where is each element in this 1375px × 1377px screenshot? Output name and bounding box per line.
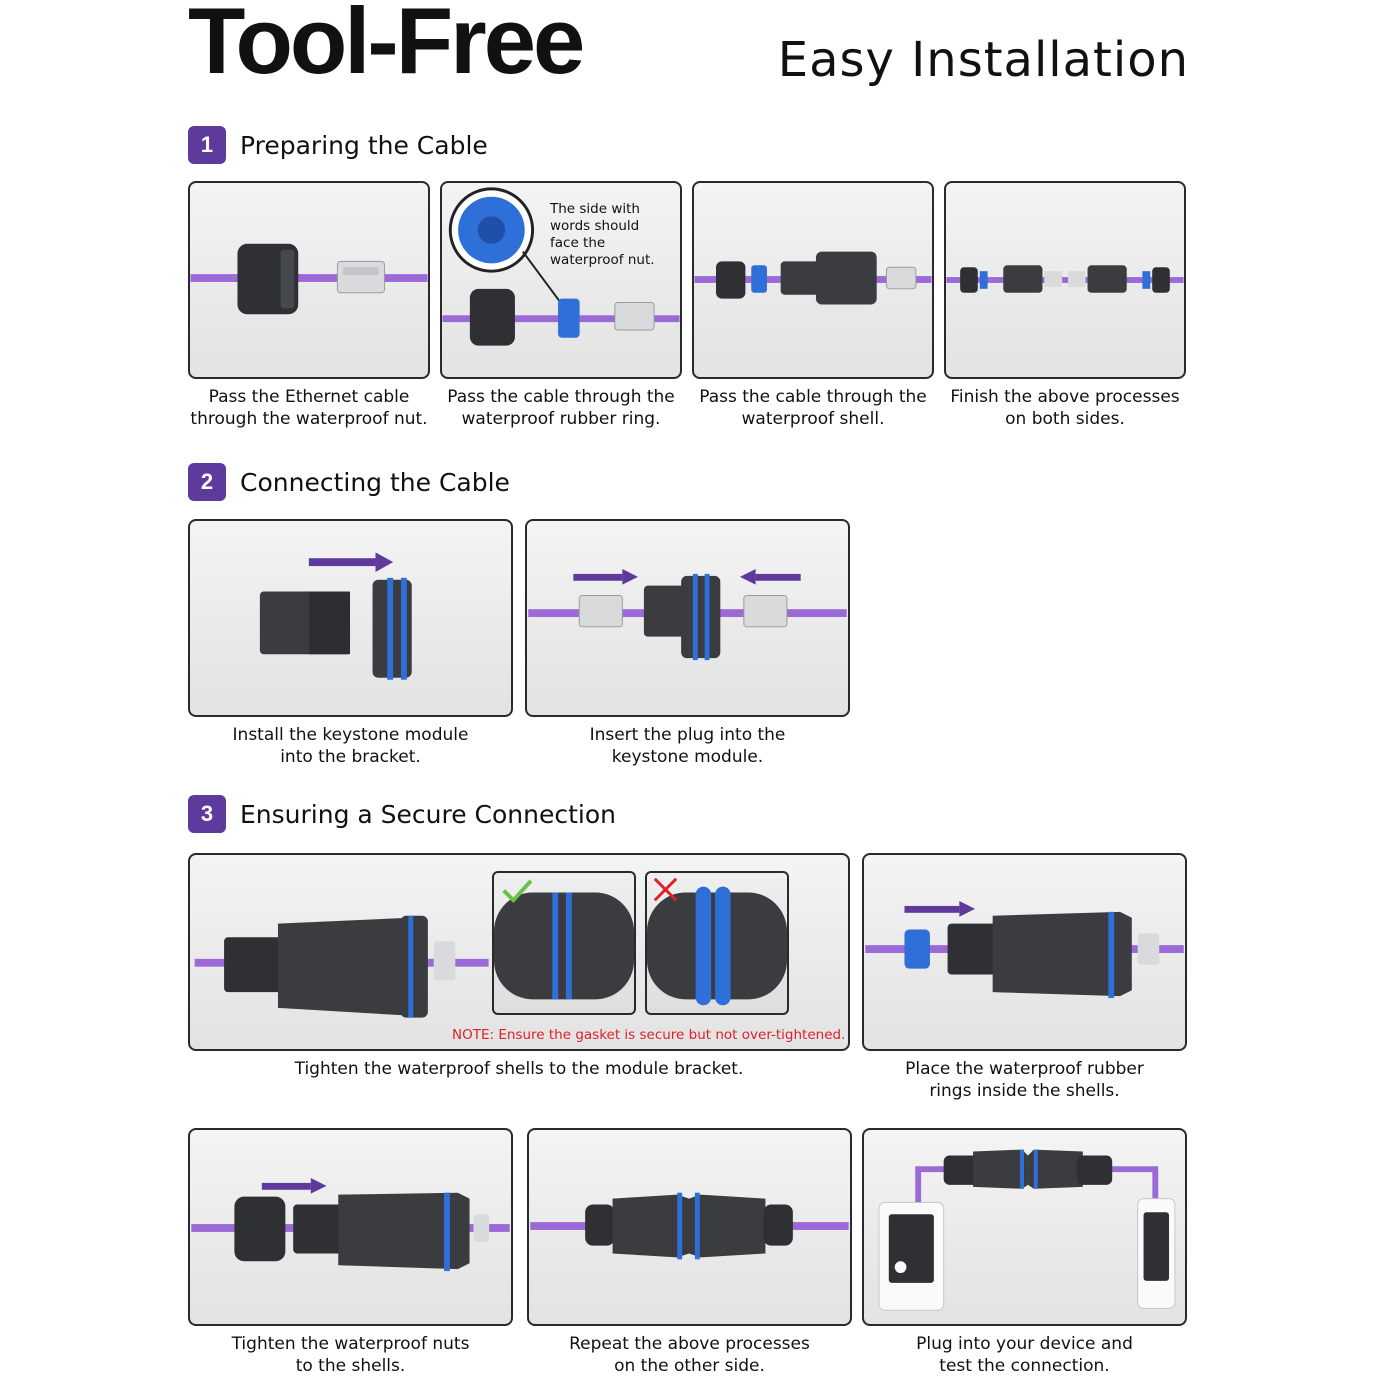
- arrow-left-icon: [739, 569, 756, 585]
- image-panel-both-sides: [944, 181, 1186, 379]
- incorrect-example-inset: [645, 871, 789, 1015]
- step-number-badge: 2: [188, 463, 226, 501]
- insert-plug-illustration: [528, 569, 847, 661]
- callout-note: The side with words should face the wate…: [550, 201, 655, 268]
- image-panel-rubber-ring: The side with words should face the wate…: [440, 181, 682, 379]
- step-title: Connecting the Cable: [240, 467, 510, 497]
- tighten-shells-illustration: [194, 915, 489, 1018]
- image-panel-pass-nut: [188, 181, 430, 379]
- panel-caption: Pass the Ethernet cable through the wate…: [190, 387, 428, 429]
- step-number-badge: 3: [188, 795, 226, 833]
- cable-nut-illustration: [190, 243, 428, 315]
- image-panel-test-connection: [862, 1128, 1187, 1326]
- warning-note: NOTE: Ensure the gasket is secure but no…: [452, 1027, 846, 1043]
- image-panel-other-side: [527, 1128, 852, 1326]
- panel-caption: Install the keystone module into the bra…: [232, 725, 469, 767]
- arrow-right-icon: [959, 901, 976, 917]
- overtightened-gasket-illustration: [647, 877, 787, 1006]
- image-panel-insert-plug: [525, 519, 850, 717]
- image-panel-rubber-rings: [862, 853, 1187, 1051]
- step-title: Ensuring a Secure Connection: [240, 799, 617, 829]
- step-title: Preparing the Cable: [240, 130, 488, 160]
- panel-caption: Repeat the above processes on the other …: [569, 1334, 810, 1376]
- shell-illustration: [694, 251, 932, 305]
- step-1-header: 1 Preparing the Cable: [188, 126, 488, 164]
- image-panel-keystone-install: [188, 519, 513, 717]
- panel-caption: Place the waterproof rubber rings inside…: [905, 1059, 1144, 1101]
- check-icon: [502, 879, 533, 904]
- correct-gasket-illustration: [494, 879, 634, 1000]
- step-3-header: 3 Ensuring a Secure Connection: [188, 795, 616, 833]
- image-panel-tighten-shells: NOTE: Ensure the gasket is secure but no…: [188, 853, 850, 1051]
- panel-caption: Insert the plug into the keystone module…: [589, 725, 786, 767]
- correct-example-inset: [492, 871, 636, 1015]
- image-panel-tighten-nuts: [188, 1128, 513, 1326]
- panel-caption: Pass the cable through the waterproof ru…: [447, 387, 675, 429]
- panel-caption: Tighten the waterproof shells to the mod…: [294, 1059, 744, 1079]
- rubber-ring-shell-illustration: [865, 901, 1184, 999]
- rubber-ring-illustration: [442, 187, 680, 346]
- image-panel-shell: [692, 181, 934, 379]
- page-title: Tool-Free: [188, 0, 585, 93]
- both-sides-illustration: [946, 265, 1184, 293]
- cable-tester-illustration: [878, 1149, 1176, 1311]
- panel-caption: Pass the cable through the waterproof sh…: [699, 387, 927, 429]
- arrow-right-icon: [375, 552, 394, 572]
- arrow-right-icon: [622, 569, 639, 585]
- tighten-nuts-illustration: [191, 1178, 510, 1272]
- step-number-badge: 1: [188, 126, 226, 164]
- panel-caption: Finish the above processes on both sides…: [950, 387, 1180, 429]
- page-subtitle: Easy Installation: [777, 32, 1189, 88]
- keystone-bracket-illustration: [259, 552, 412, 680]
- arrow-right-icon: [310, 1178, 327, 1194]
- step-2-header: 2 Connecting the Cable: [188, 463, 510, 501]
- panel-caption: Plug into your device and test the conne…: [916, 1334, 1133, 1376]
- assembled-connector-illustration: [530, 1192, 849, 1260]
- panel-caption: Tighten the waterproof nuts to the shell…: [231, 1334, 470, 1376]
